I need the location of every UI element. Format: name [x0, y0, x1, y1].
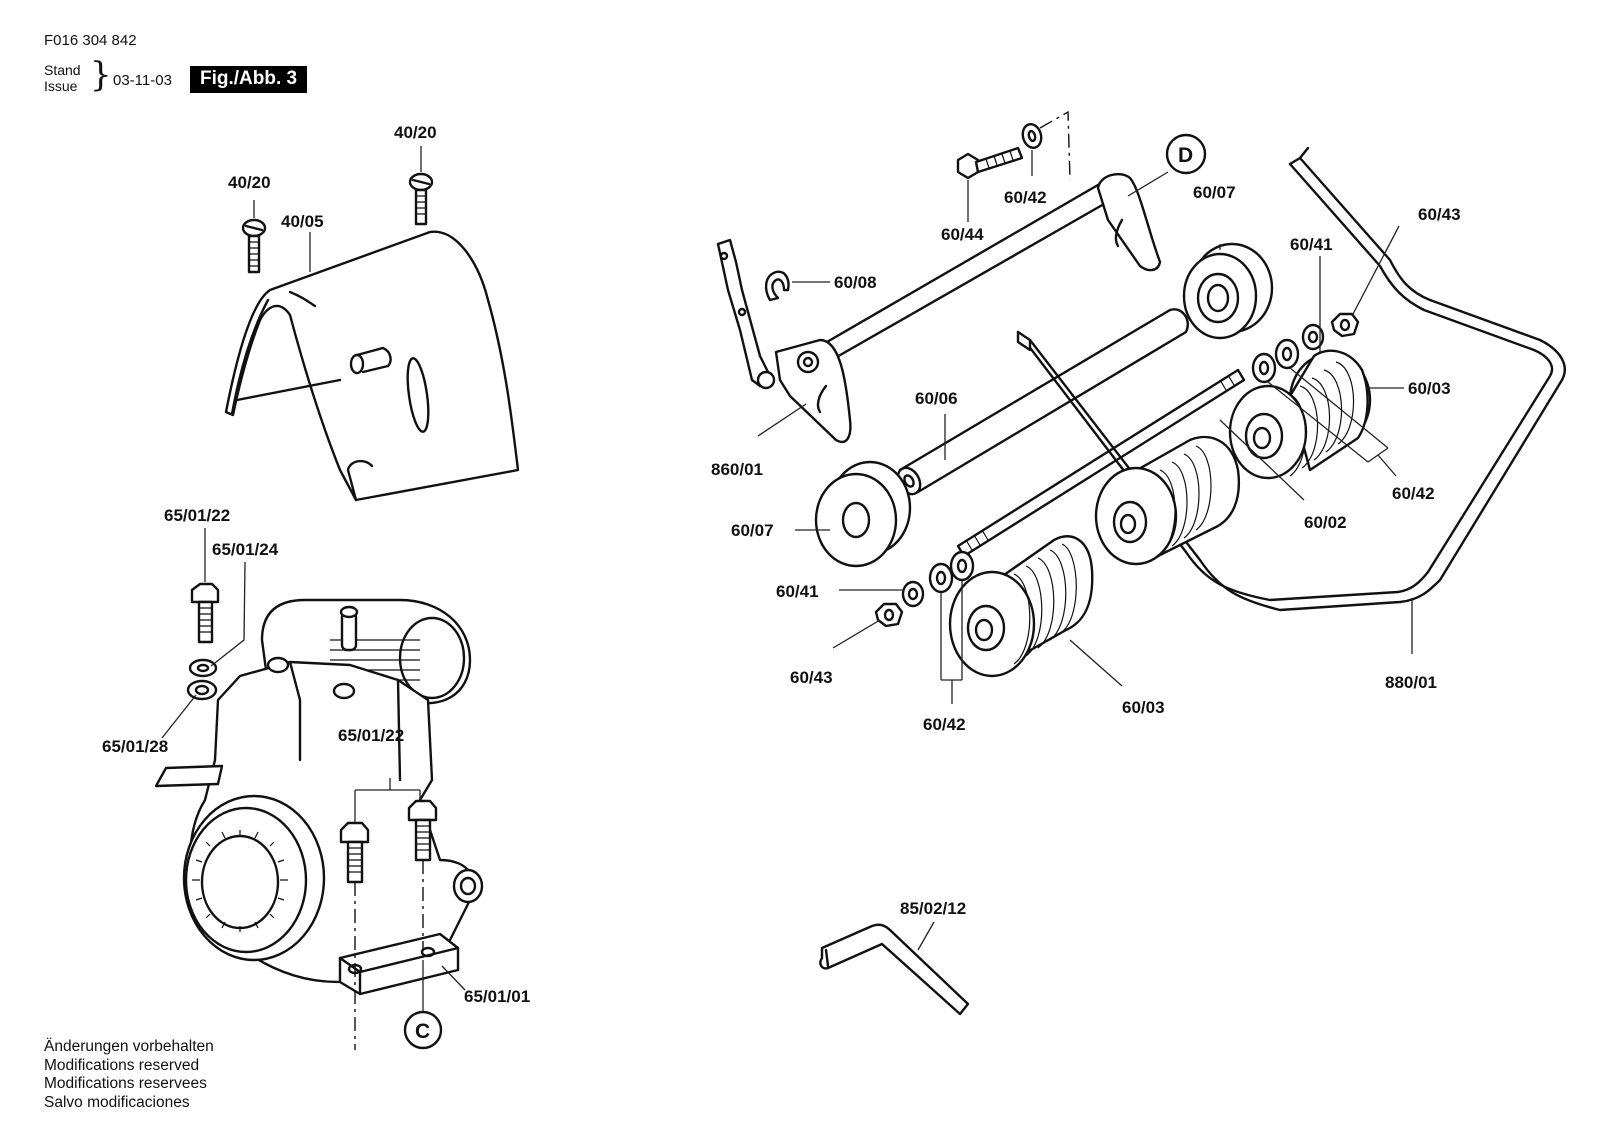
label-860-01: 860/01 [711, 460, 763, 479]
label-60-43-left: 60/43 [790, 668, 833, 687]
cover-part [224, 230, 520, 502]
label-40-05: 40/05 [281, 212, 324, 231]
tool-group: 85/02/12 [819, 899, 970, 1016]
label-65-01-22-lower: 65/01/22 [338, 726, 404, 745]
notice-line-en: Modifications reserved [44, 1056, 200, 1074]
issue-date: 03-11-03 [113, 72, 172, 89]
screw-right-part [408, 172, 434, 226]
label-60-43-right: 60/43 [1418, 205, 1461, 224]
cover-group: 40/20 40/20 40/05 [224, 123, 520, 502]
label-60-06: 60/06 [915, 389, 958, 408]
notice-line-es: Salvo modificaciones [44, 1093, 190, 1111]
roller-group: 60/44 60/42 60/08 860/01 60/06 60/07 60/… [711, 110, 1566, 734]
label-60-42-top: 60/42 [1004, 188, 1047, 207]
label-60-42-left: 60/42 [923, 715, 966, 734]
label-60-03-back: 60/03 [1408, 379, 1451, 398]
reference-c-label: C [415, 1020, 430, 1043]
brace-glyph: } [90, 55, 112, 95]
notice-line-fr: Modifications reservees [44, 1075, 207, 1092]
label-85-02-12: 85/02/12 [900, 899, 966, 918]
label-60-08: 60/08 [834, 273, 877, 292]
stand-issue-labels: Stand Issue [44, 62, 81, 94]
roller-back-grooves [1287, 361, 1355, 477]
label-60-03-front: 60/03 [1122, 698, 1165, 717]
label-60-41-right: 60/41 [1290, 235, 1333, 254]
label-60-02: 60/02 [1304, 513, 1347, 532]
reference-d-label: D [1178, 144, 1193, 167]
label-65-01-01: 65/01/01 [464, 987, 530, 1006]
screw-left-part [241, 218, 267, 274]
document-code: F016 304 842 [44, 32, 137, 49]
label-65-01-28: 65/01/28 [102, 737, 168, 756]
notice-line-de: Änderungen vorbehalten [44, 1038, 214, 1055]
label-65-01-22-top: 65/01/22 [164, 506, 230, 525]
label-60-41-left: 60/41 [776, 582, 819, 601]
engine-group: 65/01/22 65/01/24 65/01/28 65/01/22 65/0… [102, 506, 530, 1050]
label-40-20-left: 40/20 [228, 173, 271, 192]
label-60-42-right: 60/42 [1392, 484, 1435, 503]
label-880-01: 880/01 [1385, 673, 1437, 692]
modifications-notice: Änderungen vorbehalten Modifications res… [44, 1038, 214, 1112]
label-65-01-24: 65/01/24 [212, 540, 279, 559]
starter-fins [192, 830, 288, 932]
stand-label: Stand [44, 62, 81, 78]
figure-label: Fig./Abb. 3 [190, 66, 308, 93]
roller-front-grooves [1013, 543, 1077, 665]
label-60-07-left: 60/07 [731, 521, 774, 540]
label-40-20-right: 40/20 [394, 123, 437, 142]
issue-label: Issue [44, 78, 78, 94]
label-60-07-right: 60/07 [1193, 183, 1236, 202]
reference-marker-c: C [403, 1010, 443, 1050]
reference-marker-d: D [1165, 133, 1207, 175]
label-60-44: 60/44 [941, 225, 984, 244]
